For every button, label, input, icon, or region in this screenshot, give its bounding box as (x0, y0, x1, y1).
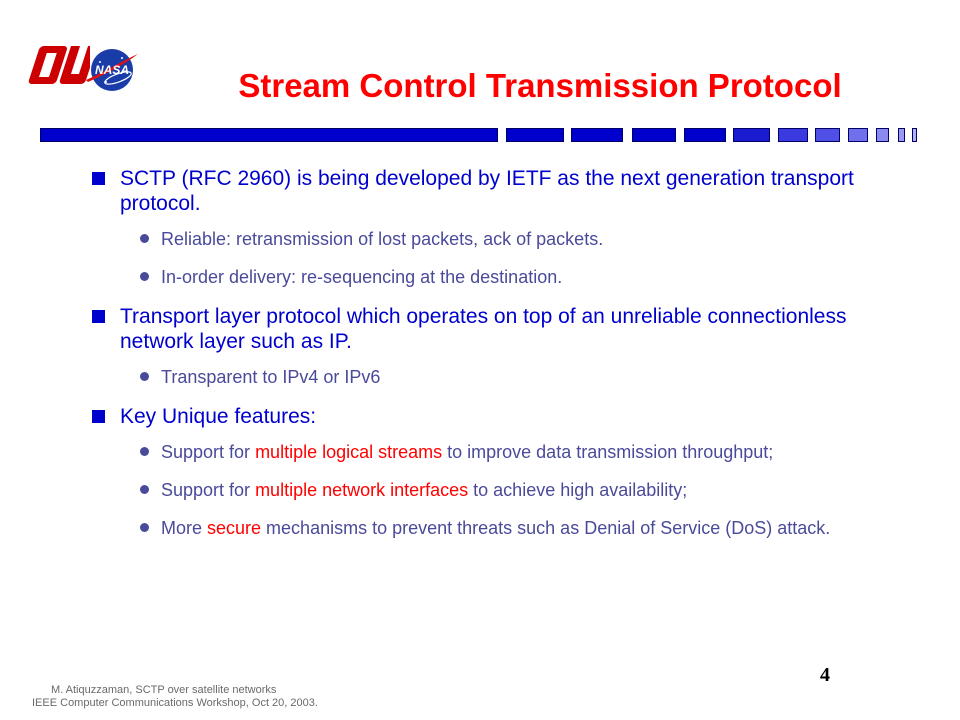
square-bullet-icon (92, 172, 105, 185)
dot-bullet-icon (140, 372, 149, 381)
ou-logo (28, 46, 90, 84)
sub-bullet-interfaces: Support for multiple network interfaces … (140, 479, 861, 501)
sub-bullet-reliable: Reliable: retransmission of lost packets… (140, 228, 861, 250)
bar-segment (912, 128, 917, 142)
square-bullet-icon (92, 310, 105, 323)
sub-bullet-text-part: to improve data transmission throughput; (442, 442, 774, 462)
sub-bullet-secure: More secure mechanisms to prevent threat… (140, 517, 861, 539)
bar-segment (632, 128, 676, 142)
footer-author: M. Atiquzzaman, SCTP over satellite netw… (51, 684, 277, 696)
bar-segment (733, 128, 770, 142)
dot-bullet-icon (140, 485, 149, 494)
bullet-sctp: SCTP (RFC 2960) is being developed by IE… (92, 166, 872, 216)
sub-bullet-text-part: Support for (161, 442, 256, 462)
slide-footer: M. Atiquzzaman, SCTP over satellite netw… (32, 684, 318, 710)
slide-content: SCTP (RFC 2960) is being developed by IE… (92, 166, 872, 555)
bar-segment (815, 128, 840, 142)
nasa-logo-text: NASA (95, 63, 129, 77)
bar-segment (848, 128, 868, 142)
bar-segment (684, 128, 726, 142)
dot-bullet-icon (140, 234, 149, 243)
bar-segment (898, 128, 905, 142)
sub-bullet-text-part: mechanisms to prevent threats such as De… (261, 518, 831, 538)
dot-bullet-icon (140, 523, 149, 532)
page-number: 4 (820, 664, 830, 686)
sub-bullet-text-part: Support for (161, 480, 256, 500)
square-bullet-icon (92, 410, 105, 423)
bullet-text: Key Unique features: (120, 405, 317, 428)
highlight-text: multiple logical streams (255, 442, 443, 462)
bar-segment (876, 128, 889, 142)
bullet-key-features: Key Unique features: (92, 404, 872, 429)
highlight-text: multiple network interfaces (255, 480, 469, 500)
sub-bullet-in-order: In-order delivery: re-sequencing at the … (140, 266, 861, 288)
slide-title: Stream Control Transmission Protocol (238, 67, 842, 104)
dot-bullet-icon (140, 447, 149, 456)
footer-venue: IEEE Computer Communications Workshop, O… (32, 697, 318, 709)
bar-segment (40, 128, 498, 142)
sub-bullet-streams: Support for multiple logical streams to … (140, 441, 861, 463)
sub-bullet-text: In-order delivery: re-sequencing at the … (161, 267, 563, 287)
highlight-text: secure (207, 518, 262, 538)
sub-bullet-text-part: to achieve high availability; (468, 480, 688, 500)
bar-segment (506, 128, 564, 142)
sub-bullet-text-part: More (161, 518, 208, 538)
dot-bullet-icon (140, 272, 149, 281)
bullet-transport-layer: Transport layer protocol which operates … (92, 304, 872, 354)
sub-bullet-text: Reliable: retransmission of lost packets… (161, 229, 604, 249)
sub-bullet-transparent: Transparent to IPv4 or IPv6 (140, 366, 861, 388)
bullet-text: SCTP (RFC 2960) is being developed by IE… (120, 167, 854, 215)
nasa-logo: NASA (86, 49, 138, 91)
bullet-text: Transport layer protocol which operates … (120, 305, 847, 353)
bar-segment (571, 128, 623, 142)
bar-segment (778, 128, 808, 142)
sub-bullet-text: Transparent to IPv4 or IPv6 (161, 367, 381, 387)
